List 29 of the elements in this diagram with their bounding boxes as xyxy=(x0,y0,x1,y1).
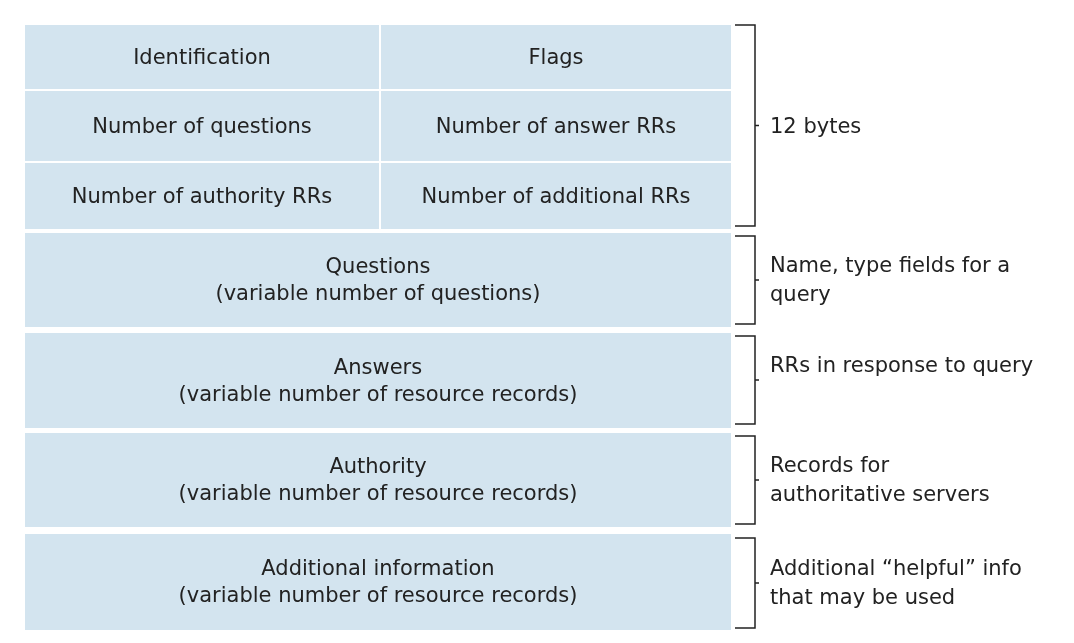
field-name: Authority xyxy=(329,453,427,480)
field-cell xyxy=(25,333,731,428)
field-cell xyxy=(25,163,379,229)
field-cell xyxy=(25,233,731,327)
bracket-label: Additional “helpful” info that may be used xyxy=(770,555,1023,611)
field-cell xyxy=(25,534,731,630)
field-description: (variable number of questions) xyxy=(215,280,541,307)
field-name: Number of answer RRs xyxy=(435,112,677,140)
field-cell xyxy=(381,25,731,89)
field-name: Additional information xyxy=(261,555,495,582)
field-description: (variable number of resource records) xyxy=(178,380,578,408)
field-name: Number of authority RRs xyxy=(71,182,333,210)
field-name: Flags xyxy=(528,43,584,71)
field-name: Number of additional RRs xyxy=(421,182,691,210)
bracket-label: Name, type fields for a query xyxy=(770,252,1012,308)
bracket-label: Records for authoritative servers xyxy=(770,452,991,508)
field-description: (variable number of resource records) xyxy=(178,480,578,507)
field-cell xyxy=(25,25,379,89)
field-cell xyxy=(381,91,731,161)
field-name: Answers xyxy=(333,353,423,381)
field-cell xyxy=(25,433,731,527)
field-cell xyxy=(381,163,731,229)
field-name: Number of questions xyxy=(92,112,312,140)
bracket-label: RRs in response to query xyxy=(770,352,1035,379)
bracket-label: 12 bytes xyxy=(770,112,863,140)
field-description: (variable number of resource records) xyxy=(178,582,578,609)
field-name: Identification xyxy=(133,43,271,71)
field-name: Questions xyxy=(325,253,431,280)
field-cell xyxy=(25,91,379,161)
